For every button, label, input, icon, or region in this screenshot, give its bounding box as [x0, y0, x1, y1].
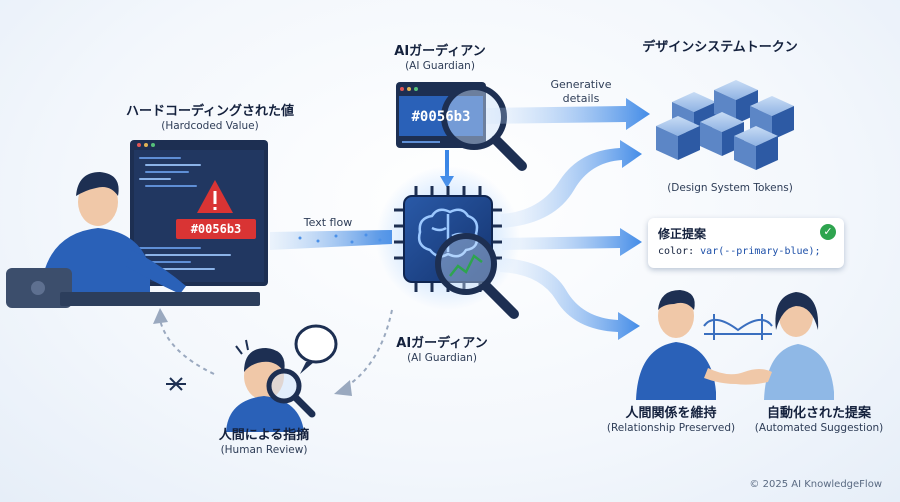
handshake-people [636, 290, 834, 400]
check-icon: ✓ [820, 224, 836, 240]
automated-title-jp: 自動化された提案 [766, 406, 871, 421]
human-review-title-en: (Human Review) [220, 444, 308, 457]
guardian-code-value: #0056b3 [411, 109, 471, 125]
feedback-arrowhead-left [153, 308, 168, 324]
token-cubes [656, 80, 794, 170]
question-bubble-icon [294, 324, 338, 374]
human-review-label: 人間による指摘 (Human Review) [194, 428, 334, 457]
human-review-title-jp: 人間による指摘 [218, 428, 310, 443]
hardcoded-code-value: #0056b3 [176, 219, 256, 239]
automated-title-en: (Automated Suggestion) [754, 422, 884, 435]
suggestion-card: 修正提案 ✓ color: var(--primary-blue); [648, 218, 844, 268]
relationship-title-en: (Relationship Preserved) [606, 422, 736, 435]
suggestion-title: 修正提案 [658, 227, 707, 241]
warning-icon [197, 180, 233, 213]
magnifier-center-icon [435, 233, 519, 319]
suggestion-code-value: var(--primary-blue); [700, 246, 821, 257]
guardian-top-title-jp: AIガーディアン [394, 44, 486, 59]
guardian-mid-title-en: (AI Guardian) [407, 352, 477, 365]
code-lines [139, 157, 231, 270]
guardian-top-label: AIガーディアン (AI Guardian) [370, 44, 510, 73]
developer-person [6, 172, 186, 308]
arrow-to-people [500, 258, 640, 340]
generative-details-label: Generative details [550, 78, 612, 105]
generative-arrow [486, 98, 650, 130]
arrow-to-tokens [500, 140, 642, 228]
tokens-title-jp-wrap: デザインシステムトークン [620, 40, 820, 56]
bridge-icon [703, 314, 773, 340]
guardian-mid-title-jp: AIガーディアン [396, 336, 488, 351]
copyright-text: © 2025 AI KnowledgeFlow [749, 479, 882, 490]
relationship-label: 人間関係を維持 (Relationship Preserved) [596, 406, 746, 435]
guardian-top-window [396, 82, 486, 148]
magnifier-review-icon [266, 368, 316, 418]
tokens-title-jp: デザインシステムトークン [642, 40, 798, 55]
feedback-arc-right [343, 309, 393, 389]
guardian-top-title-en: (AI Guardian) [405, 60, 475, 73]
developer-scene [6, 140, 268, 308]
tokens-title-en: (Design System Tokens) [667, 182, 793, 194]
arrow-to-suggestion [502, 228, 642, 256]
relationship-title-jp: 人間関係を維持 [625, 406, 717, 421]
hardcoded-label: ハードコーディングされた値 (Hardcoded Value) [110, 104, 310, 133]
automated-label: 自動化された提案 (Automated Suggestion) [744, 406, 894, 435]
hardcoded-title-jp: ハードコーディングされた値 [125, 104, 295, 119]
hardcoded-title-en: (Hardcoded Value) [161, 120, 259, 133]
text-flow-label: Text flow [303, 216, 353, 229]
suggestion-code: color: var(--primary-blue); [658, 246, 821, 257]
ai-chip [376, 166, 520, 310]
guardian-mid-label: AIガーディアン (AI Guardian) [372, 336, 512, 365]
desk [60, 292, 260, 306]
feedback-arc-left [159, 319, 215, 375]
stress-icon [166, 339, 249, 391]
text-flow-stream [270, 230, 392, 250]
suggestion-code-prefix: color: [658, 246, 701, 257]
reviewer-person [166, 324, 338, 432]
feedback-arrowhead-right [334, 380, 352, 396]
